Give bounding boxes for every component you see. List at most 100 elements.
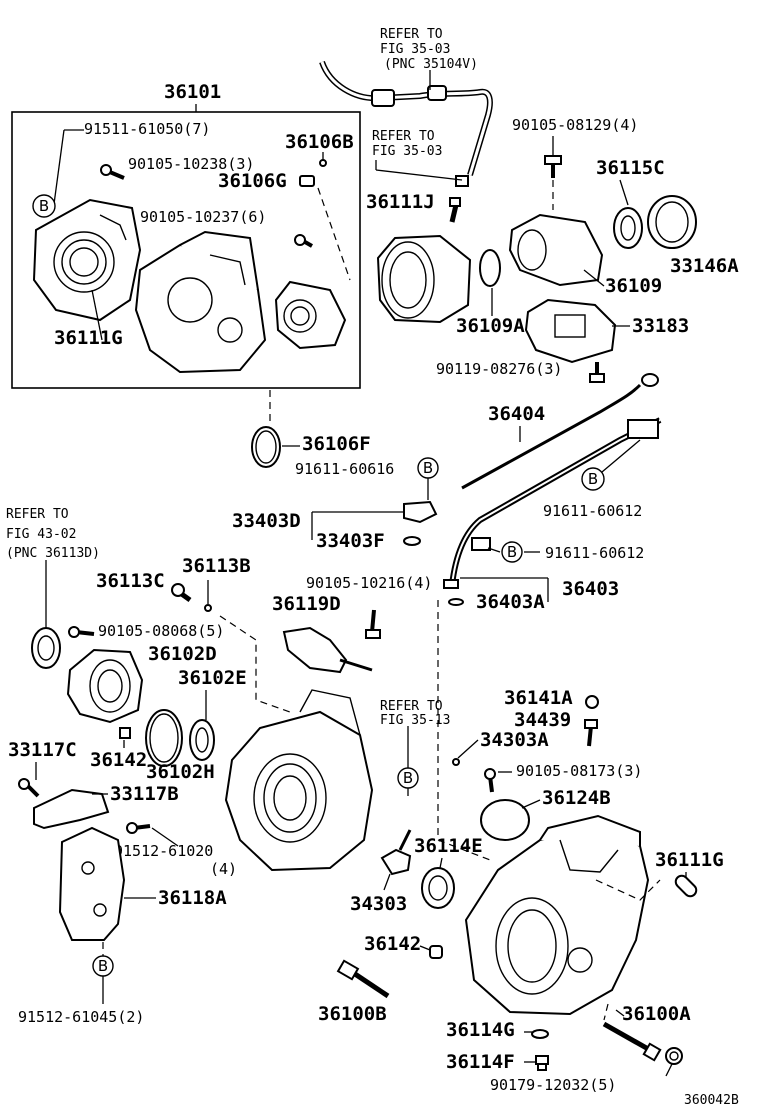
label-34303A: 34303A [480, 729, 549, 751]
marker-b-fig-35-13: B [397, 767, 419, 789]
svg-text:B: B [403, 769, 413, 787]
o-ring-33403F [403, 536, 421, 546]
nut-90179-12032 [665, 1047, 683, 1065]
marker-b-91512-61045: B [92, 955, 114, 977]
ref-fig-43-02: REFER TO FIG 43-02 (PNC 36113D) [6, 507, 100, 561]
bolt-90105-08129 [544, 155, 562, 178]
rear-case-housing [464, 814, 650, 1016]
mount-bracket-33183 [524, 298, 617, 364]
seal-36114E [421, 867, 455, 909]
label-91511-61050: 91511-61050(7) [84, 120, 210, 138]
svg-text:B: B [507, 543, 517, 561]
label-36102E: 36102E [178, 667, 247, 689]
bolt-36100A [602, 1021, 662, 1062]
label-91611-60612b: 91611-60612 [545, 544, 644, 562]
bolt-90105-08173 [484, 768, 496, 793]
bracket-36119D [282, 626, 373, 674]
o-ring-36106F [251, 426, 281, 468]
clip-hose-end [455, 175, 469, 187]
label-36111J: 36111J [366, 191, 435, 213]
bolt-36119D [365, 609, 381, 639]
seal-33146A [647, 195, 697, 249]
label-36100B: 36100B [318, 1003, 387, 1025]
bolt-36100B [336, 959, 390, 999]
bracket-33117B [33, 788, 110, 830]
label-34439: 34439 [514, 709, 571, 731]
svg-text:FIG 43-02: FIG 43-02 [6, 527, 76, 542]
plug-36141A [585, 695, 599, 709]
svg-text:FIG 35-03: FIG 35-03 [372, 144, 442, 159]
label-36114F: 36114F [446, 1051, 515, 1073]
marker-b-91611-60612b: B [501, 541, 523, 563]
label-36119D: 36119D [272, 593, 341, 615]
label-33403F: 33403F [316, 530, 385, 552]
ball-36106B [319, 159, 327, 167]
label-36111G-right: 36111G [655, 849, 724, 871]
ball-34303A [452, 758, 460, 766]
svg-text:(PNC 36113D): (PNC 36113D) [6, 546, 100, 561]
transfer-case-housing [134, 230, 267, 374]
label-36102D: 36102D [148, 643, 217, 665]
svg-text:FIG 35-03: FIG 35-03 [380, 42, 450, 57]
marker-b-91611-60616: B [417, 457, 439, 479]
label-34303: 34303 [350, 893, 407, 915]
label-36111G-left: 36111G [54, 327, 123, 349]
svg-text:REFER TO: REFER TO [380, 699, 443, 714]
label-33117B: 33117B [110, 783, 179, 805]
label-90119-08276: 90119-08276(3) [436, 360, 562, 378]
svg-text:B: B [98, 957, 108, 975]
label-91512-61020: 91512-61020 [114, 842, 213, 860]
bearing-36115C [613, 207, 643, 249]
gauge-tube-36403 [449, 417, 662, 586]
svg-text:REFER TO: REFER TO [6, 507, 69, 522]
plug-36114F [535, 1055, 549, 1071]
label-36403: 36403 [562, 578, 619, 600]
plug-36106G [299, 175, 315, 187]
label-36109A: 36109A [456, 315, 525, 337]
bolt-90105-10237 [294, 234, 313, 248]
svg-text:(PNC 35104V): (PNC 35104V) [384, 57, 478, 72]
plug-33403D [403, 500, 438, 524]
label-36403A: 36403A [476, 591, 545, 613]
label-36113C: 36113C [96, 570, 165, 592]
label-36113B: 36113B [182, 555, 251, 577]
label-36115C: 36115C [596, 157, 665, 179]
seal-36102E [189, 719, 215, 761]
label-36109: 36109 [605, 275, 662, 297]
label-91512-61045: 91512-61045(2) [18, 1008, 144, 1026]
transfer-case-cover [32, 198, 142, 322]
cover-plate-36124B [480, 799, 530, 841]
label-36102H: 36102H [146, 761, 215, 783]
label-36106F: 36106F [302, 433, 371, 455]
gasket-36403A [448, 598, 464, 606]
svg-text:B: B [588, 470, 598, 488]
bolt-33117C [18, 778, 40, 798]
label-36404: 36404 [488, 403, 545, 425]
plug-36142a [119, 727, 131, 739]
label-90179-12032: 90179-12032(5) [490, 1076, 616, 1094]
label-91611-60612a: 91611-60612 [543, 502, 642, 520]
label-90105-10238: 90105-10238(3) [128, 155, 254, 173]
svg-text:REFER TO: REFER TO [380, 27, 443, 42]
label-36118A: 36118A [158, 887, 227, 909]
bolt-90119-08276 [589, 362, 605, 383]
plug-36142b [429, 945, 443, 959]
center-case-housing [224, 689, 374, 872]
figure-code: 360042B [684, 1093, 739, 1108]
label-36141A: 36141A [504, 687, 573, 709]
assembly-box-36101 [11, 111, 361, 389]
label-33403D: 33403D [232, 510, 301, 532]
label-90105-10216: 90105-10216(4) [306, 574, 432, 592]
label-36101: 36101 [164, 81, 221, 103]
bolt-90105-10216 [443, 579, 459, 589]
o-ring-36102H [145, 709, 183, 767]
sensor-34303 [380, 829, 412, 876]
marker-b-91611-60612a: B [581, 467, 605, 491]
label-36106G: 36106G [218, 170, 287, 192]
gasket-36114G [531, 1029, 549, 1039]
label-33146A: 33146A [670, 255, 739, 277]
label-36142b: 36142 [364, 933, 421, 955]
bolt-90105-08068 [68, 626, 95, 638]
ref-fig-35-03-mid: REFER TO FIG 35-03 [372, 129, 442, 159]
breather-hose [319, 60, 493, 176]
